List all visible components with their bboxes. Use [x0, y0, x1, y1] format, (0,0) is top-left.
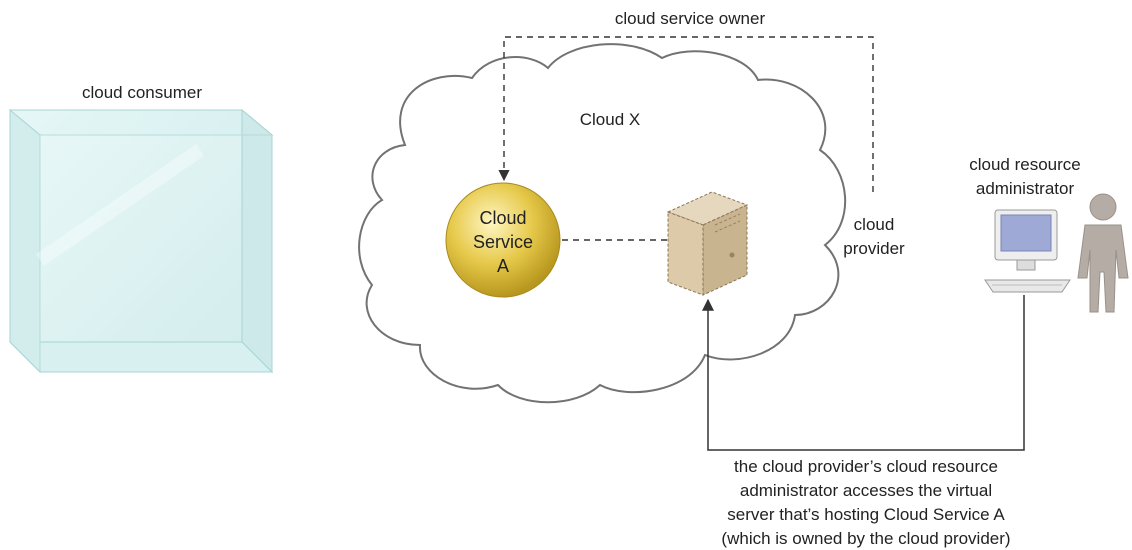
person-icon	[1077, 193, 1129, 313]
virtual-server-icon	[666, 191, 749, 296]
caption-line2: administrator accesses the virtual	[740, 481, 992, 500]
computer-workstation-icon	[984, 209, 1071, 293]
cloud-service-label-line3: A	[497, 256, 509, 276]
admin-access-connector	[702, 295, 1025, 451]
cloud-service-sphere-icon	[445, 182, 561, 298]
caption-line4: (which is owned by the cloud provider)	[721, 529, 1010, 548]
cloud-service-label-line2: Service	[473, 232, 533, 252]
cloud-consumer-label: cloud consumer	[82, 83, 202, 102]
cloud-resource-administrator-label-line2: administrator	[976, 179, 1075, 198]
cloud-service-label-line1: Cloud	[479, 208, 526, 228]
cloud-service-owner-label: cloud service owner	[615, 9, 766, 28]
cloud-service-owner-connector	[498, 36, 874, 192]
caption-line3: server that’s hosting Cloud Service A	[727, 505, 1005, 524]
cloud-consumer-cube-icon	[8, 108, 274, 374]
caption-line1: the cloud provider’s cloud resource	[734, 457, 998, 476]
cloud-resource-administrator-label-line1: cloud resource	[969, 155, 1081, 174]
cloud-provider-label-line1: cloud	[854, 215, 895, 234]
cloud-x-label: Cloud X	[580, 110, 640, 129]
cloud-provider-label-line2: provider	[843, 239, 905, 258]
cloud-x-outline	[358, 43, 846, 404]
